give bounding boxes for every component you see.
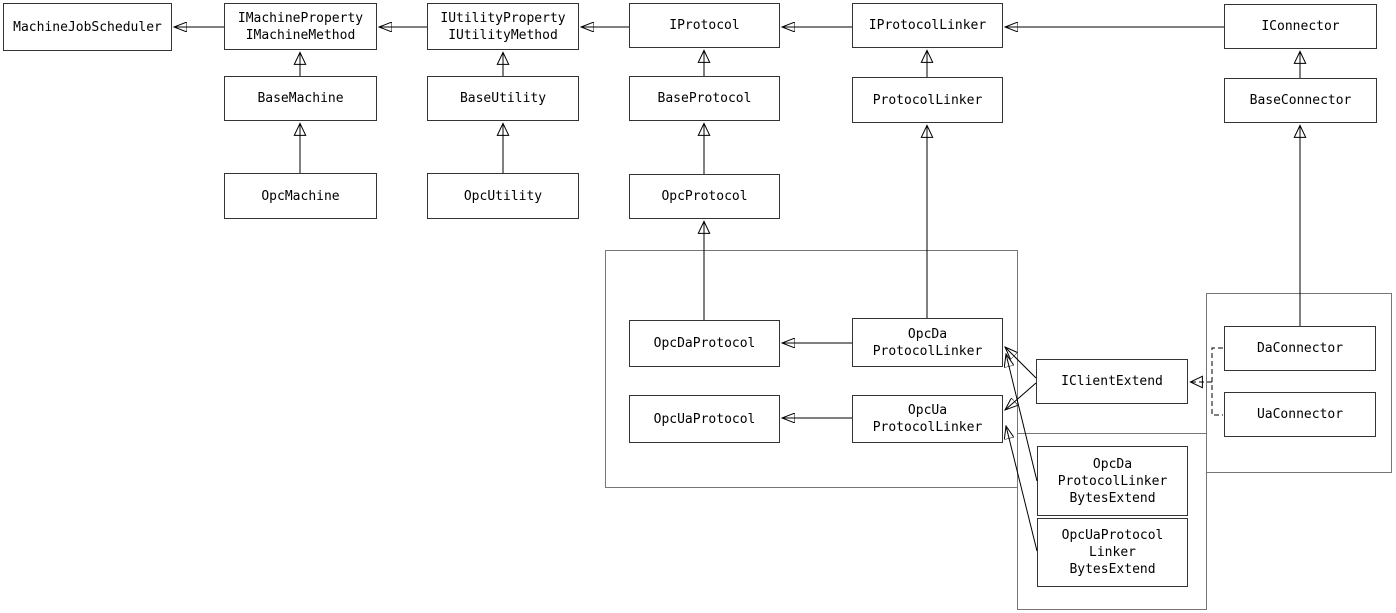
class-box-opc-ua-protocol-linker: OpcUa ProtocolLinker bbox=[852, 395, 1003, 443]
class-label: BaseMachine bbox=[257, 91, 344, 106]
class-label: IMachineProperty IMachineMethod bbox=[237, 10, 364, 43]
interface-box-iprotocollinker: IProtocolLinker bbox=[852, 3, 1003, 48]
class-box-opc-da-protocol-linker: OpcDa ProtocolLinker bbox=[852, 318, 1003, 367]
class-label: MachineJobScheduler bbox=[13, 19, 162, 35]
class-label: OpcUaProtocol Linker BytesExtend bbox=[1061, 528, 1164, 577]
class-label: BaseProtocol bbox=[657, 91, 752, 106]
class-label: OpcProtocol bbox=[661, 189, 748, 204]
class-box-opc-protocol: OpcProtocol bbox=[629, 174, 780, 219]
class-box-machine-job-scheduler: MachineJobScheduler bbox=[3, 3, 172, 51]
class-label: BaseConnector bbox=[1249, 93, 1352, 108]
class-label: UaConnector bbox=[1256, 407, 1344, 422]
class-box-base-protocol: BaseProtocol bbox=[629, 76, 780, 121]
interface-box-iutility: IUtilityProperty IUtilityMethod bbox=[427, 3, 579, 50]
class-label: OpcDa ProtocolLinker BytesExtend bbox=[1057, 456, 1168, 506]
class-label: DaConnector bbox=[1256, 341, 1344, 356]
interface-box-iprotocol: IProtocol bbox=[629, 3, 780, 48]
class-box-base-connector: BaseConnector bbox=[1224, 78, 1377, 123]
class-label: IClientExtend bbox=[1061, 374, 1163, 389]
class-box-ua-connector: UaConnector bbox=[1224, 392, 1376, 437]
class-box-da-connector: DaConnector bbox=[1224, 326, 1376, 371]
class-label: IUtilityProperty IUtilityMethod bbox=[440, 10, 566, 43]
class-label: OpcMachine bbox=[261, 188, 340, 204]
class-label: OpcUtility bbox=[463, 188, 543, 204]
class-label: IProtocolLinker bbox=[868, 18, 987, 33]
class-box-opc-utility: OpcUtility bbox=[427, 173, 579, 219]
class-box-base-utility: BaseUtility bbox=[427, 76, 579, 121]
class-label: OpcDaProtocol bbox=[653, 336, 756, 351]
class-box-opc-da-protocol: OpcDaProtocol bbox=[629, 320, 780, 367]
class-box-opc-da-protocol-linker-bytes-extend: OpcDa ProtocolLinker BytesExtend bbox=[1037, 446, 1188, 516]
class-label: OpcUa ProtocolLinker bbox=[872, 403, 983, 435]
class-box-opc-ua-protocol-linker-bytes-extend: OpcUaProtocol Linker BytesExtend bbox=[1037, 518, 1188, 587]
group-connectors bbox=[1206, 293, 1392, 473]
class-box-opc-machine: OpcMachine bbox=[224, 173, 377, 219]
class-label: BaseUtility bbox=[459, 91, 547, 106]
class-label: OpcUaProtocol bbox=[653, 411, 756, 427]
interface-box-iconnector: IConnector bbox=[1224, 4, 1377, 49]
class-label: IProtocol bbox=[669, 18, 740, 33]
interface-box-imachine: IMachineProperty IMachineMethod bbox=[224, 3, 377, 50]
class-box-opc-ua-protocol: OpcUaProtocol bbox=[629, 395, 780, 443]
class-label: OpcDa ProtocolLinker bbox=[872, 326, 983, 359]
class-label: ProtocolLinker bbox=[872, 92, 983, 108]
class-box-protocol-linker: ProtocolLinker bbox=[852, 77, 1003, 123]
class-label: IConnector bbox=[1261, 19, 1340, 34]
interface-box-iclient-extend: IClientExtend bbox=[1036, 359, 1188, 404]
class-box-base-machine: BaseMachine bbox=[224, 76, 377, 121]
group-opc-protocol-and-linkers bbox=[605, 250, 1018, 488]
